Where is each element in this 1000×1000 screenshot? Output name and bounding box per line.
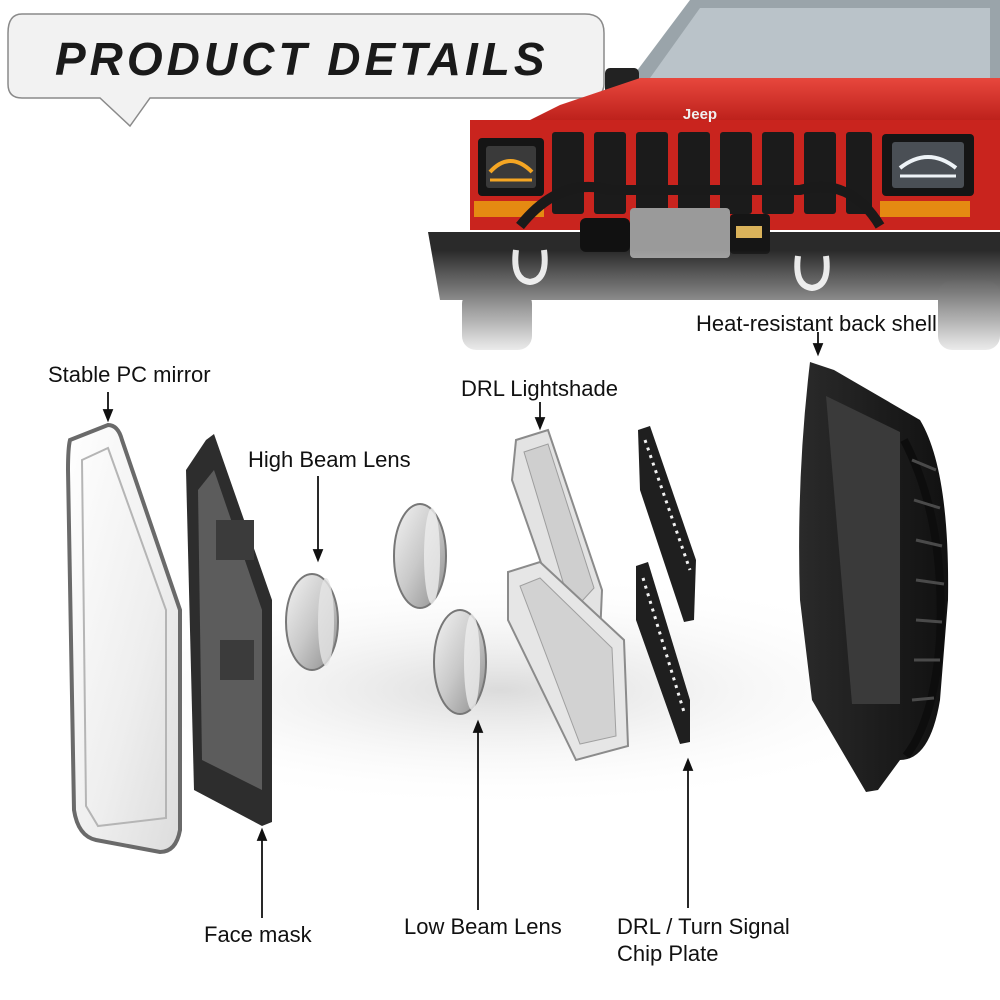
label-drl-chip-plate-line1: DRL / Turn Signal xyxy=(617,914,790,939)
hood xyxy=(520,78,1000,125)
back-shell-part xyxy=(799,362,949,792)
drl-lightshade-part xyxy=(507,428,630,762)
jeep-front-view: Jeep xyxy=(420,0,1000,360)
left-headlight xyxy=(474,138,544,217)
label-face-mask: Face mask xyxy=(204,922,312,947)
label-high-beam-lens: High Beam Lens xyxy=(248,447,411,472)
pc-mirror-part xyxy=(65,422,182,855)
label-drl-chip-plate: DRL / Turn Signal Chip Plate xyxy=(617,913,790,967)
label-back-shell: Heat-resistant back shell xyxy=(696,311,937,336)
drl-chip-plate-parts xyxy=(636,426,696,744)
right-headlight xyxy=(880,134,974,217)
low-beam-lens-parts xyxy=(393,503,487,715)
high-beam-lens-part xyxy=(285,573,339,671)
label-low-beam-lens: Low Beam Lens xyxy=(404,914,562,939)
leader-lines xyxy=(102,332,824,918)
title-speech-bubble xyxy=(7,13,605,128)
page-title: PRODUCT DETAILS xyxy=(55,33,549,85)
bull-bar xyxy=(516,182,885,230)
label-drl-lightshade: DRL Lightshade xyxy=(461,376,618,401)
face-mask-part xyxy=(186,434,272,826)
label-stable-pc-mirror: Stable PC mirror xyxy=(48,362,211,387)
label-drl-chip-plate-line2: Chip Plate xyxy=(617,941,719,966)
right-turn-signal xyxy=(880,201,970,217)
jeep-badge: Jeep xyxy=(683,106,717,123)
winch xyxy=(580,208,770,258)
